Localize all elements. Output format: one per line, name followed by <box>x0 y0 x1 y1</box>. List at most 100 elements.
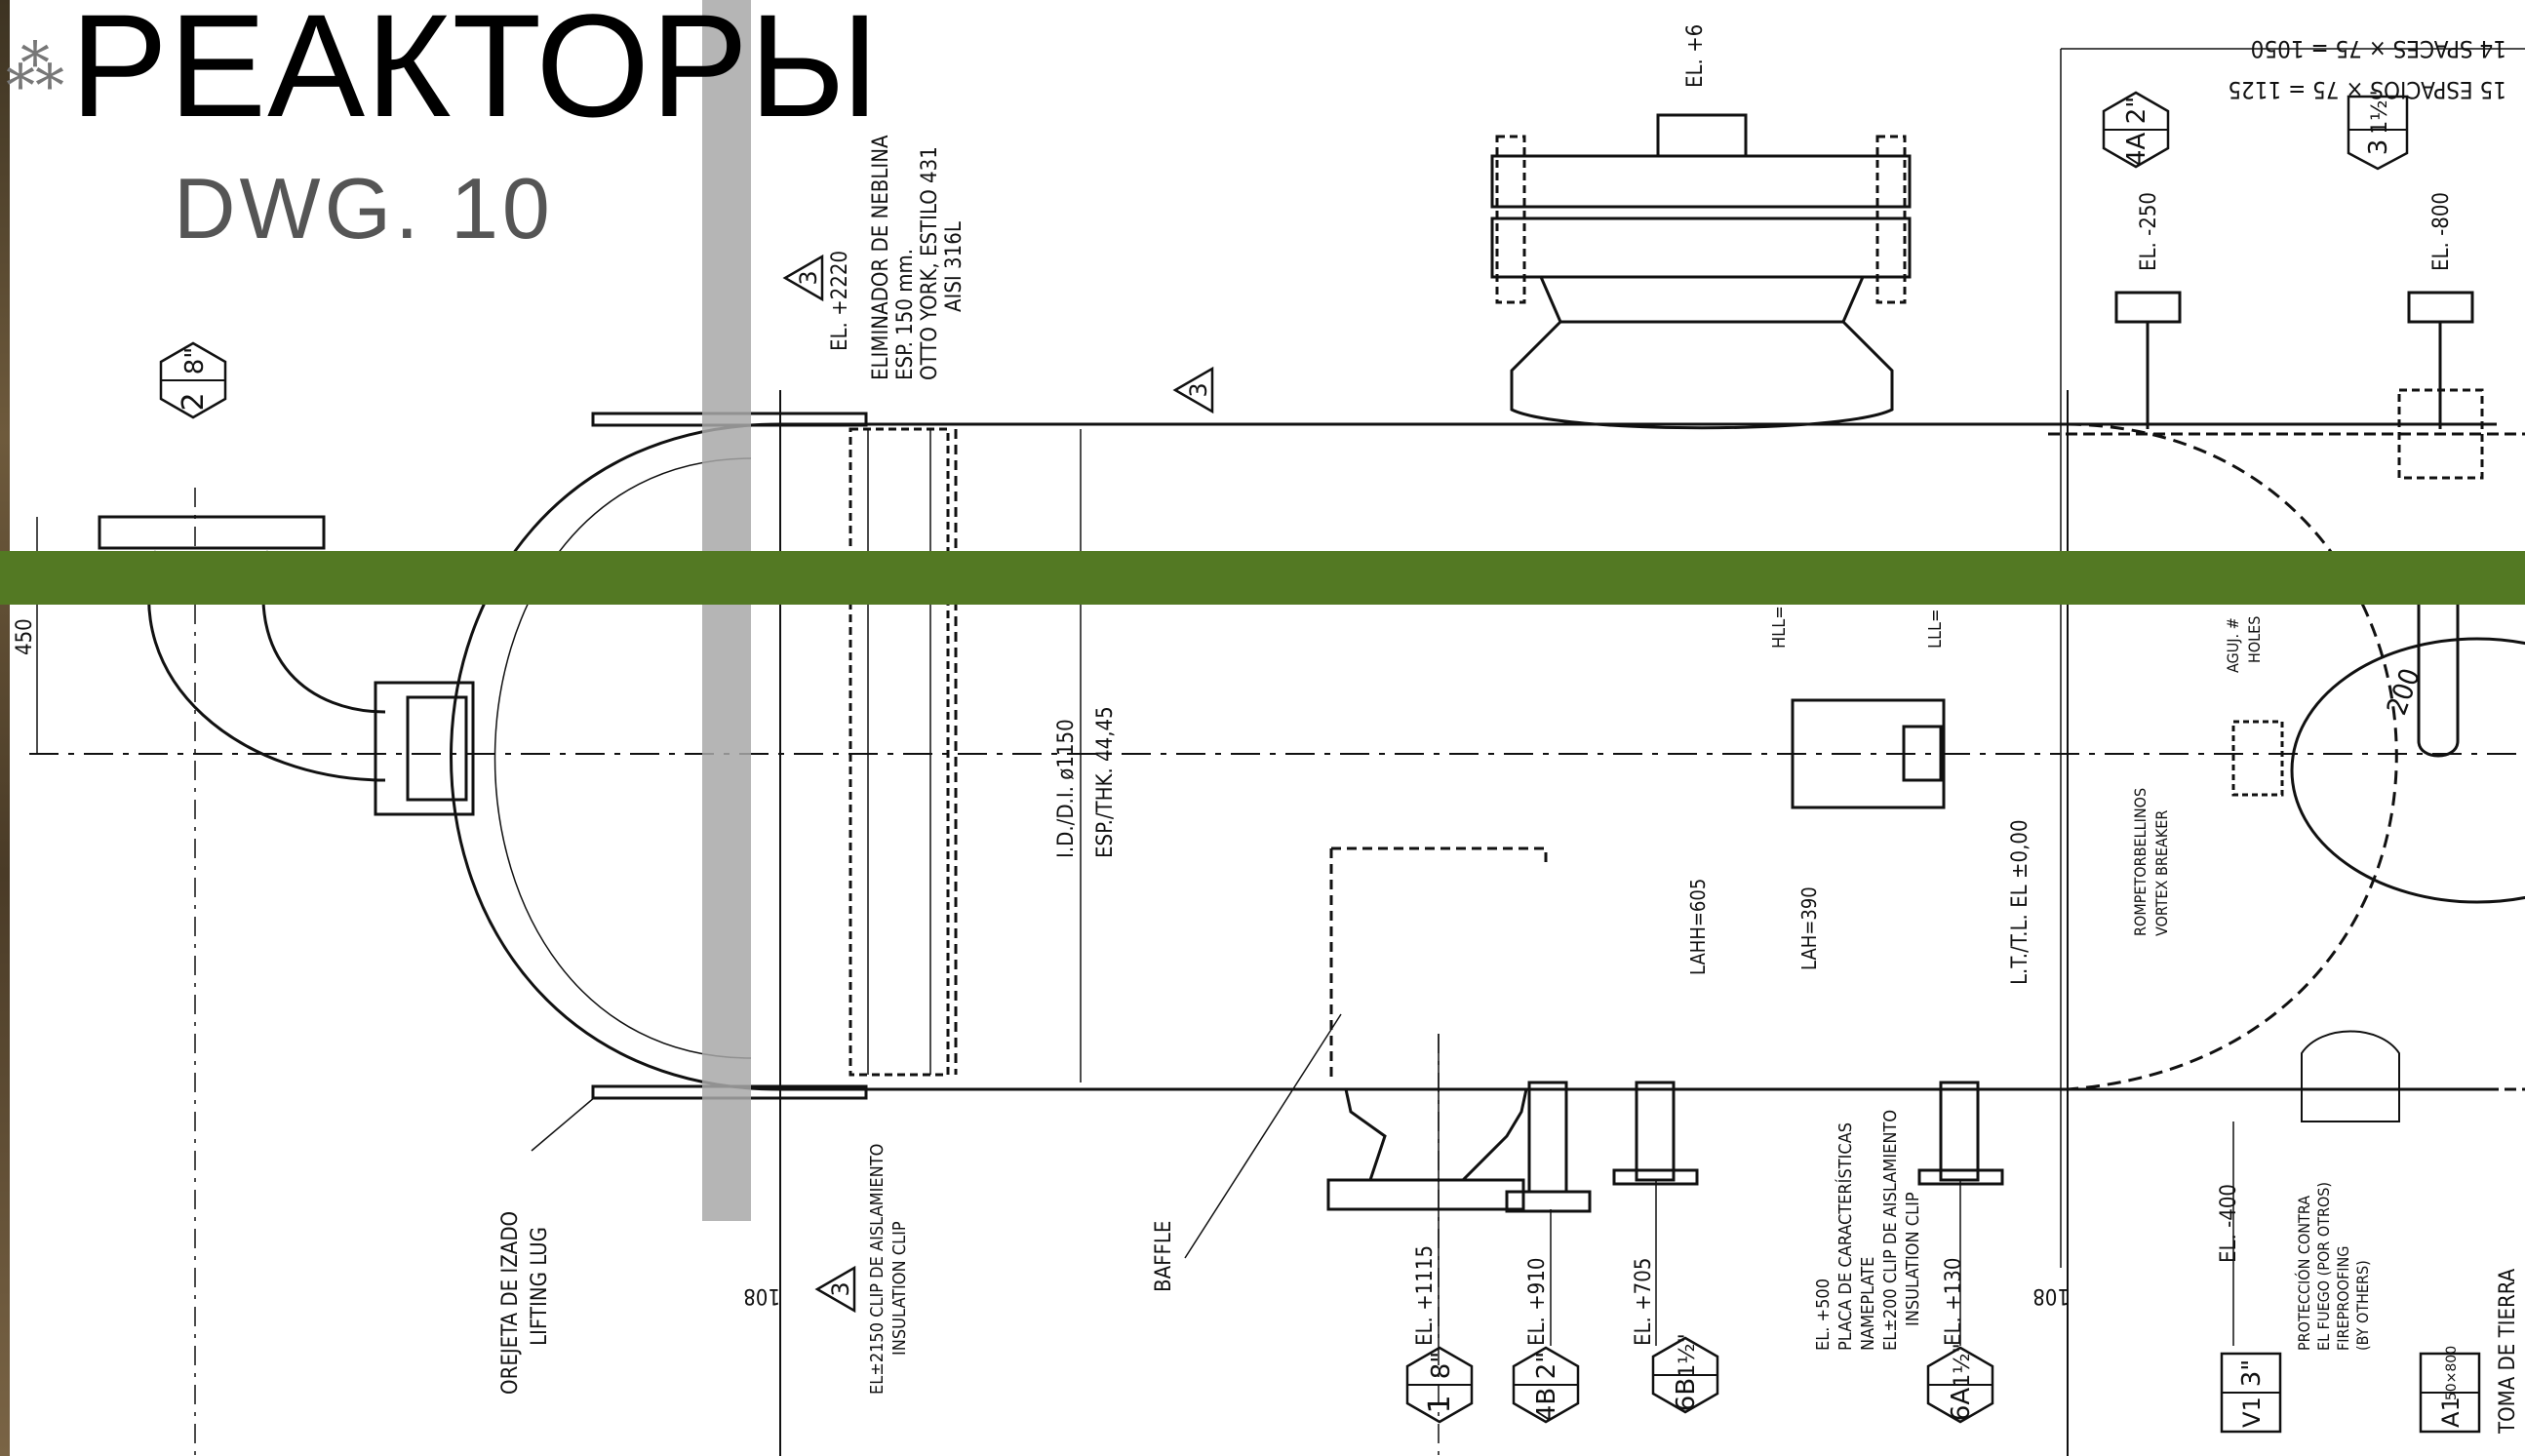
nozzle-n1 <box>1344 1088 1528 1182</box>
callout-6a-top: 6A <box>1947 1388 1976 1422</box>
note-ground: TOMA DE TIERRA <box>2496 1268 2520 1435</box>
note-baffle: BAFFLE <box>1152 1221 1176 1292</box>
note-holes-2: HOLES <box>2245 616 2264 663</box>
callout-4a: 4A 2" <box>2102 91 2170 169</box>
callout-a1-top: A1 <box>2437 1397 2465 1428</box>
callout-top-left: 2 8" <box>159 341 227 419</box>
mist-note-2: ESP. 150 mm. <box>893 249 918 380</box>
callout-top-left-bottom: 8" <box>180 347 210 375</box>
note-fireproofing-4: (BY OTHERS) <box>2353 1260 2372 1351</box>
manway-flange <box>1490 154 1912 209</box>
callout-a1-bottom: 50×800 <box>2444 1346 2460 1400</box>
el-3: EL. -800 <box>2429 192 2454 271</box>
callout-4a-bottom: 2" <box>2122 97 2151 125</box>
note-nameplate-2: PLACA DE CARACTERÍSTICAS <box>1835 1122 1856 1351</box>
callout-v1-bottom: 3" <box>2237 1359 2267 1388</box>
callout-3-right: 3 1½" <box>2347 90 2409 171</box>
nameplate-box <box>1791 698 1946 809</box>
callout-6b: 6B 1½" <box>1651 1333 1719 1414</box>
left-edge-photo <box>0 0 10 1456</box>
slide-subtitle: DWG. 10 <box>174 160 554 256</box>
level-hll: HLL= <box>1769 606 1790 649</box>
callout-3-c: 3 <box>814 1265 856 1314</box>
dim-top-right-1: 14 SPACES × 75 = 1050 <box>2251 35 2506 62</box>
vertical-gray-bar <box>702 0 751 1221</box>
mist-note-3: OTTO YORK, ESTILO 431 <box>918 146 942 380</box>
note-lifting-lug-1: OREJETA DE IZADO <box>498 1211 523 1395</box>
callout-a1: A1 50×800 <box>2419 1346 2481 1434</box>
note-nameplate-5: INSULATION CLIP <box>1903 1192 1923 1326</box>
note-fireproofing-1: PROTECCIÓN CONTRA <box>2295 1196 2313 1351</box>
shell-thk: ESP./THK. 44,45 <box>1093 706 1118 858</box>
callout-4b-bottom: 2" <box>1532 1352 1561 1380</box>
tl-label: L.T./T.L. EL ±0,00 <box>2008 819 2032 985</box>
callout-6a: 6A 1½" <box>1926 1343 1994 1424</box>
callout-3-c-label: 3 <box>827 1281 854 1296</box>
callout-top-left-top: 2 <box>177 392 211 411</box>
dim-top-right-2: 15 ESPACIOS × 75 = 1125 <box>2228 76 2506 103</box>
el-n4b: EL. +910 <box>1525 1258 1550 1346</box>
note-lifting-lug-2: LIFTING LUG <box>528 1227 552 1346</box>
callout-3-a-label: 3 <box>795 270 822 285</box>
note-vortex-1: ROMPETORBELLINOS <box>2131 788 2150 936</box>
nozzle-n6b <box>1635 1081 1676 1182</box>
vortex-breaker-ring <box>2290 637 2525 904</box>
el-n6a: EL. +130 <box>1942 1258 1966 1346</box>
el-top-manway: EL. +6 <box>1683 24 1708 88</box>
nozzle-n3 <box>2407 291 2474 324</box>
el-mist: EL. +2220 <box>828 251 852 351</box>
note-fireproofing-3: FIREPROOFING <box>2334 1246 2352 1351</box>
callout-v1: V1 3" <box>2220 1352 2282 1434</box>
flourish-icon: ⁂ <box>6 34 64 102</box>
nozzle-n6a <box>1939 1081 1980 1182</box>
mist-note-4: AISI 316L <box>942 221 967 312</box>
callout-3-right-top: 3 <box>2364 139 2393 156</box>
manway-neck <box>1510 320 1894 430</box>
note-nameplate-3: NAMEPLATE <box>1858 1257 1878 1351</box>
level-lahh: LAHH=605 <box>1686 879 1710 975</box>
head-inner <box>493 457 752 1059</box>
callout-1-top: 1 <box>1423 1395 1457 1413</box>
shell-id: I.D./D.I. ø1150 <box>1054 719 1079 858</box>
level-lll: LLL= <box>1925 609 1946 649</box>
head-outer <box>450 422 781 1091</box>
dim-450: 450 <box>13 618 37 655</box>
nozzle-n4b <box>1527 1081 1568 1194</box>
mist-eliminator-pad <box>848 427 950 1077</box>
el-4a: EL. -250 <box>2137 192 2161 271</box>
note-nameplate-1: EL. +500 <box>1813 1279 1834 1351</box>
slide-title: РЕАКТОРЫ <box>70 0 880 147</box>
note-holes-1: AGUJ. # <box>2224 617 2242 673</box>
note-fireproofing-2: EL FUEGO (POR OTROS) <box>2314 1182 2333 1351</box>
note-vortex-2: VORTEX BREAKER <box>2152 810 2171 936</box>
el-n6b: EL. +705 <box>1632 1258 1656 1346</box>
callout-4a-top: 4A <box>2122 133 2151 167</box>
right-head-arc <box>2067 422 2398 1091</box>
el-v1: EL. -400 <box>2217 1184 2241 1263</box>
dim-108-left: 108 <box>743 1283 780 1308</box>
callout-3-b: 3 <box>1172 366 1214 414</box>
green-band <box>0 551 2525 605</box>
dim-108-right: 108 <box>2032 1283 2070 1308</box>
callout-3-right-bottom: 1½" <box>2368 90 2392 134</box>
callout-3-a: 3 <box>782 254 824 302</box>
nozzle-n4a <box>2114 291 2182 324</box>
callout-1-bottom: 8" <box>1427 1352 1456 1380</box>
callout-4b: 4B 2" <box>1512 1346 1580 1424</box>
callout-6b-top: 6B <box>1672 1378 1701 1411</box>
callout-v1-top: V1 <box>2238 1397 2266 1428</box>
note-nameplate-4: EL±200 CLIP DE AISLAMIENTO <box>1880 1110 1901 1351</box>
note-insulation-clip-1: EL±2150 CLIP DE AISLAMIENTO <box>867 1144 888 1395</box>
callout-6b-bottom: 1½" <box>1676 1333 1700 1377</box>
callout-3-b-label: 3 <box>1185 382 1212 397</box>
nozzle-n2 <box>98 515 326 550</box>
baffle <box>1329 846 1548 1082</box>
callout-6a-bottom: 1½" <box>1951 1343 1975 1387</box>
fireproofing-symbol <box>2301 1030 2400 1122</box>
callout-1: 1 8" <box>1405 1346 1474 1424</box>
level-lah: LAH=390 <box>1797 886 1821 970</box>
mist-note-1: ELIMINADOR DE NEBLINA <box>869 135 893 380</box>
el-n1: EL. +1115 <box>1413 1245 1438 1346</box>
